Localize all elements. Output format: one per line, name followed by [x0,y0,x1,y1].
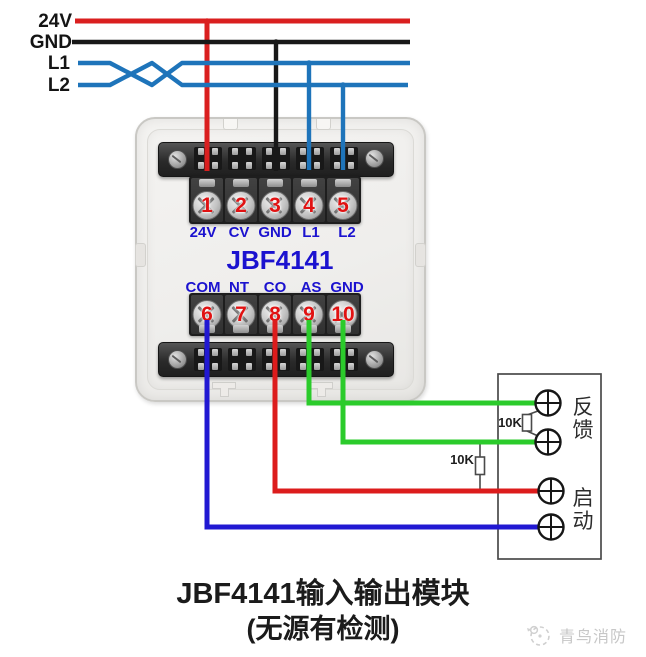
caption-title: JBF4141输入输出模块 [176,578,470,610]
mounting-tab [316,119,331,130]
terminal-label: L2 [338,224,356,241]
bar-screw-icon [168,150,187,169]
terminal-clamp [267,179,283,187]
bar-screw-icon [365,350,384,369]
wire-as [306,320,540,406]
terminal-clamp [233,179,249,187]
terminal-screw-icon [192,300,222,329]
terminal-screw-icon [294,300,324,329]
wire-slot [228,147,256,170]
wire-l1 [78,60,410,170]
wire-24v [75,18,410,171]
feed-label-l2: L2 [47,75,70,96]
terminal-screw-icon [226,191,256,220]
module-inner-panel [147,129,414,390]
module-name: JBF4141 [226,245,334,275]
feed-label-gnd: GND [29,32,72,53]
bar-screw-icon [168,350,187,369]
terminal-block-bottom: 6 7 8 9 10 [189,293,361,336]
start-plus-terminal-icon [537,477,565,505]
terminal-block-top: 1 2 3 4 5 [189,176,361,224]
terminal-labels-top: 24V CV GND L1 L2 [185,224,365,241]
mounting-tab [223,119,238,130]
terminal-number: 9 [303,303,315,326]
terminal-4: 4 [293,178,325,222]
feed-label-24v: 24V [38,11,72,32]
terminal-labels-bottom: COM NT CO AS GND [185,279,365,296]
resistor-10k-1-icon [521,413,533,432]
terminal-5: 5 [327,178,359,222]
feedback-minus-terminal-icon [534,428,562,456]
start-label: 启动 [572,487,594,533]
bird-logo-icon [527,625,550,646]
mounting-tab [212,382,236,397]
wire-l2 [78,60,408,170]
resistor-lead [479,410,539,491]
wire-com [204,320,543,530]
terminal-screw-icon [226,300,256,329]
feedback-plus-terminal-icon [534,389,562,417]
terminal-screw-icon [328,191,358,220]
resistor-value-label: 10K [450,452,474,467]
terminal-9: 9 [293,295,325,334]
terminal-clamp [301,179,317,187]
terminal-number: 4 [303,194,315,217]
terminal-number: 2 [235,194,247,217]
terminal-clamp [199,179,215,187]
terminal-label: GND [330,279,364,296]
feedback-label: 反馈 [572,396,594,442]
terminal-2: 2 [225,178,257,222]
wire-gnd-return [340,320,540,445]
terminal-7: 7 [225,295,257,334]
watermark: 青鸟消防 [524,620,627,650]
side-notch [415,243,426,267]
terminal-screw-icon [260,191,290,220]
wire-slot [228,348,256,371]
junction-dot [306,60,312,66]
terminal-screw-icon [294,191,324,220]
wire-co [272,320,543,494]
caption-subtitle: (无源有检测) [246,614,400,644]
terminal-number: 3 [269,194,281,217]
start-minus-terminal-icon [537,513,565,541]
terminal-number: 8 [269,303,281,326]
feed-label-l1: L1 [47,53,70,74]
terminal-label: L1 [302,224,320,241]
junction-dot [340,82,346,88]
terminal-number: 5 [337,194,349,217]
terminal-number: 1 [201,194,213,217]
terminal-3: 3 [259,178,291,222]
terminal-clamp [335,179,351,187]
junction-dot [204,18,210,24]
terminal-label: COM [185,279,221,296]
terminal-number: 6 [201,303,213,326]
junction-dot [273,39,279,45]
terminal-label: CO [263,279,287,296]
terminal-screw-icon [192,191,222,220]
terminal-number: 7 [235,303,247,326]
resistor-10k-2-icon [474,456,486,476]
terminal-clamp [233,325,249,333]
terminal-label: CV [228,224,250,241]
terminal-label: GND [258,224,292,241]
terminal-number: 10 [331,303,355,326]
terminal-label: AS [300,279,322,296]
side-notch [135,243,146,267]
watermark-text: 青鸟消防 [559,629,628,646]
terminal-label: 24V [189,224,217,241]
bar-screw-icon [365,149,384,168]
resistor-value-label: 10K [498,415,522,430]
terminal-label: NT [229,279,249,296]
terminal-1: 1 [191,178,223,222]
